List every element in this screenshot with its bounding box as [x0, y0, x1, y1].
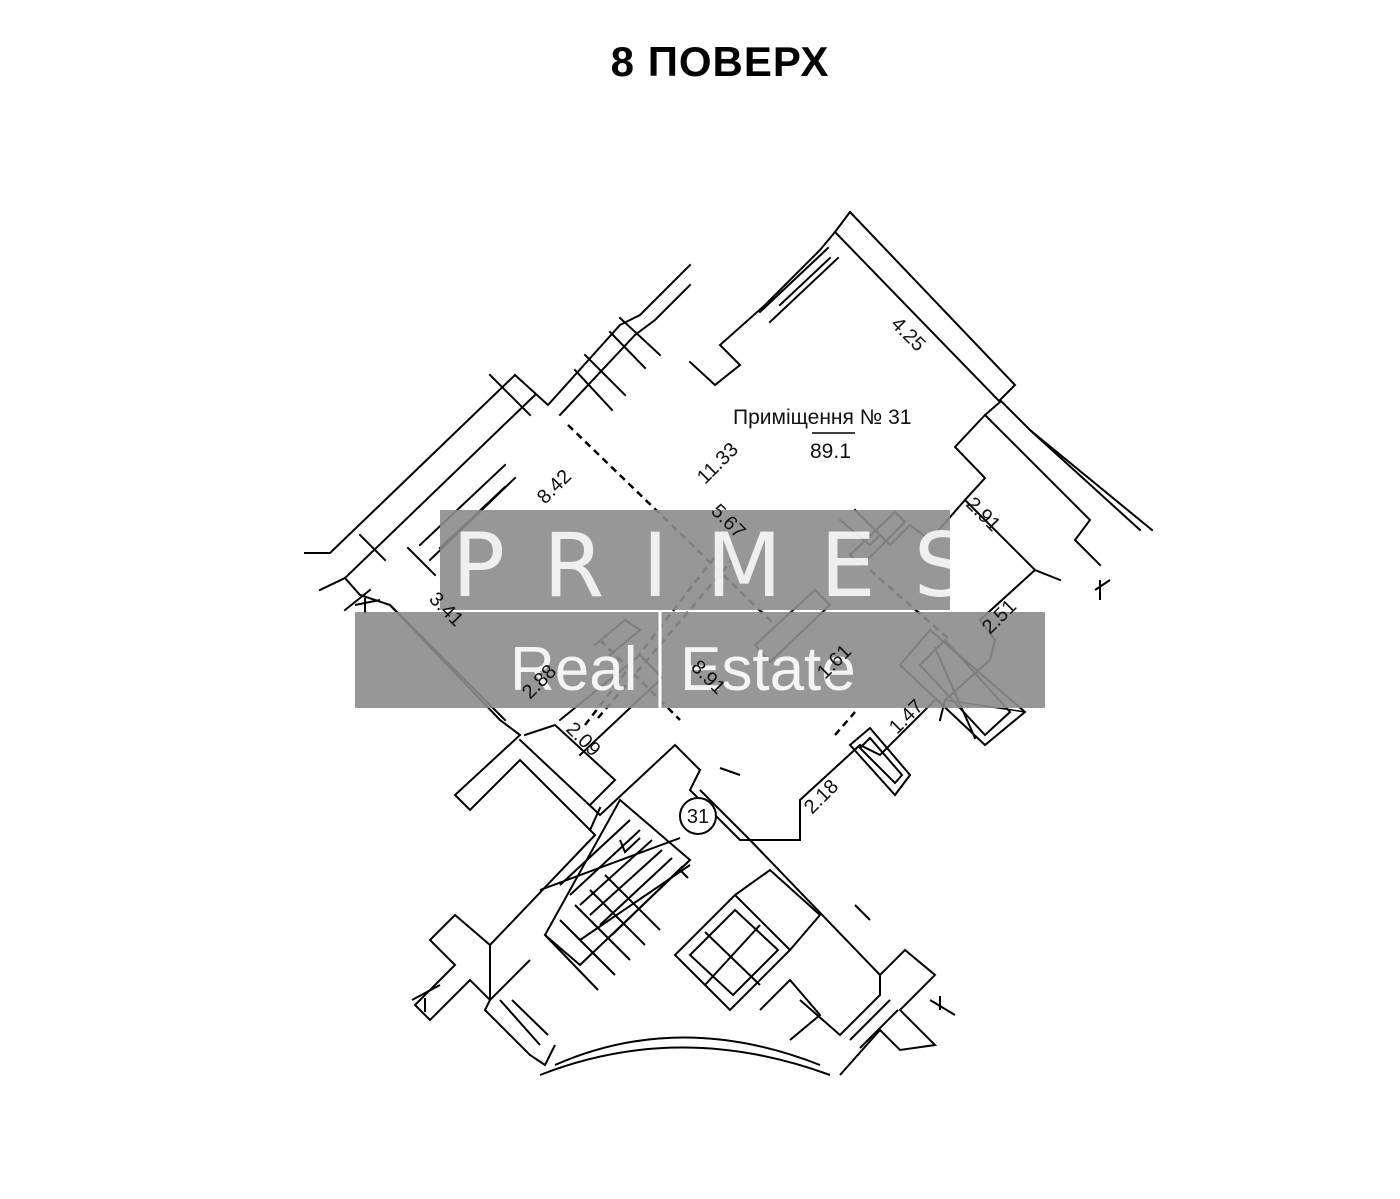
watermark-line2-b: Estate	[680, 635, 856, 704]
watermark-line1: PRIMES	[452, 514, 1008, 617]
floor-title: 8 ПОВЕРХ	[610, 38, 830, 85]
dimension-2.18: 2.18	[800, 775, 843, 818]
dimension-2.09: 2.09	[561, 718, 604, 761]
room-label: Приміщення № 31	[733, 406, 911, 429]
room-area: 89.1	[810, 440, 851, 463]
watermark: PRIMES Real Estate	[355, 510, 1045, 708]
dimension-8.42: 8.42	[533, 465, 576, 508]
watermark-line2-a: Real	[510, 635, 638, 704]
watermark-box-bottom	[355, 612, 1045, 708]
watermark-box-top	[440, 510, 950, 610]
unit-marker-circle	[679, 797, 717, 835]
dimension-4.25: 4.25	[886, 313, 929, 356]
stair-core	[354, 579, 1111, 1076]
dimension-11.33: 11.33	[693, 439, 743, 489]
unit-marker-label: 31	[687, 806, 709, 828]
